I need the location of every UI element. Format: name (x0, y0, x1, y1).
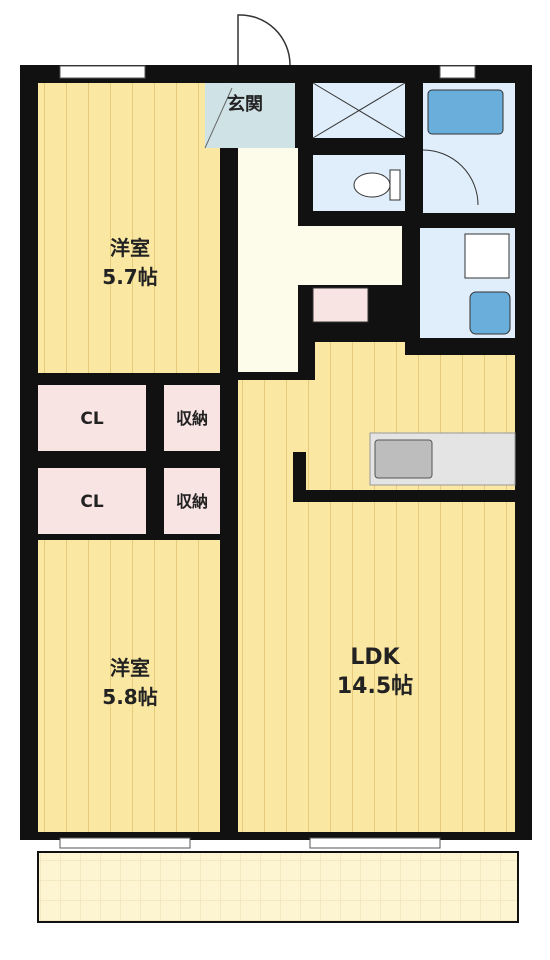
bedroom-bottom-size: 5.8帖 (102, 685, 157, 709)
ldk-floor (238, 342, 515, 832)
closet-top-label: CL (80, 409, 103, 429)
toilet-tank (389, 169, 401, 201)
bedroom-bottom-floor (38, 540, 220, 832)
kitchen-sink (374, 439, 433, 479)
closet-bottom-label: CL (80, 492, 103, 512)
ldk-size: 14.5帖 (337, 674, 413, 699)
balcony (37, 851, 519, 923)
closet-bottom (38, 468, 146, 534)
hall-floor (238, 148, 402, 372)
entrance-floor (205, 83, 295, 148)
kitchen-partition (293, 452, 306, 502)
washing-machine-pan (464, 233, 510, 279)
bedroom-top-size: 5.7帖 (102, 265, 157, 289)
kitchen-partition-bottom (293, 490, 515, 502)
storage-top (164, 385, 220, 451)
bathtub (427, 89, 504, 135)
storage-bottom-label: 収納 (176, 492, 208, 511)
closet-top (38, 385, 146, 451)
entrance-door (237, 14, 291, 66)
pillar (380, 288, 405, 322)
bedroom-bottom-name: 洋室 (110, 656, 150, 680)
storage-bottom (164, 468, 220, 534)
ldk-name: LDK (350, 645, 400, 670)
storage-top-label: 収納 (176, 409, 208, 428)
bedroom-top-floor (38, 83, 220, 373)
wash-basin (469, 291, 511, 335)
toilet-bowl (353, 172, 391, 198)
bedroom-top-name: 洋室 (110, 236, 150, 260)
entrance-label: 玄関 (227, 93, 263, 115)
shoe-box (312, 287, 369, 323)
